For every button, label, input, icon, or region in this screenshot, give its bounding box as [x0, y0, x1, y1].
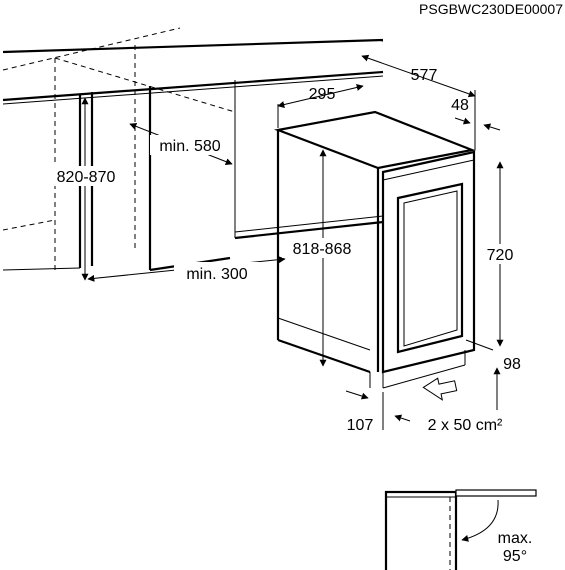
ventilation-indicator: 2 x 50 cm²	[394, 377, 503, 434]
document-code: PSGBWC230DE00007	[419, 1, 563, 17]
dimension-min-width: min. 300	[87, 256, 286, 283]
label-width-577: 577	[411, 67, 438, 84]
dimension-min-depth: min. 580	[129, 123, 233, 165]
dimension-side-98: 98	[465, 339, 521, 410]
label-depth-295: 295	[309, 86, 336, 103]
label-min-depth: min. 580	[159, 138, 220, 155]
label-appliance-height: 818-868	[293, 241, 352, 258]
dimension-appliance-height: 818-868	[282, 149, 362, 367]
dimension-door-48: 48	[451, 97, 501, 131]
appliance	[273, 110, 476, 389]
label-front-107: 107	[347, 417, 374, 434]
dimension-door-height: 720	[482, 161, 518, 347]
label-door-height: 720	[487, 247, 514, 264]
label-door-48: 48	[451, 97, 469, 114]
dimension-front-107: 107	[345, 390, 384, 434]
label-ventilation: 2 x 50 cm²	[428, 417, 503, 434]
dimension-depth-295: 295	[277, 84, 364, 128]
door-opening-diagram: max. 95°	[384, 489, 537, 570]
label-niche-height: 820-870	[57, 169, 116, 186]
label-max: max.	[498, 530, 533, 547]
dimension-width-577: 577	[361, 54, 476, 150]
label-min-width: min. 300	[186, 266, 247, 283]
label-angle: 95°	[503, 548, 527, 565]
label-side-98: 98	[503, 356, 521, 373]
dimension-niche-height: 820-870	[46, 97, 126, 281]
